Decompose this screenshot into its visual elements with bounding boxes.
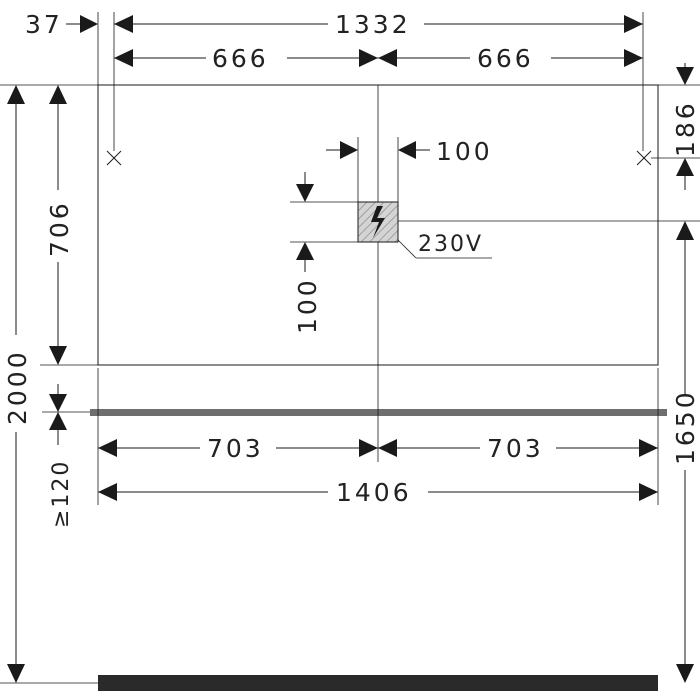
dim-186: 186 <box>671 63 700 190</box>
dim-100-vertical-text: 100 <box>293 277 322 334</box>
dim-1406: 1406 <box>98 478 658 507</box>
dim-37: 37 <box>25 10 98 39</box>
voltage-label: 230V <box>397 232 492 259</box>
dim-2000: 2000 <box>3 85 32 683</box>
dim-706: 706 <box>45 85 74 365</box>
dim-666-right-text: 666 <box>477 44 534 73</box>
floor-bar <box>98 675 658 691</box>
dim-1332-text: 1332 <box>335 10 411 39</box>
shelf-bar <box>90 409 667 416</box>
cross-mark-icon <box>106 150 122 166</box>
dim-703-left-text: 703 <box>207 434 264 463</box>
power-outlet <box>357 201 399 243</box>
dim-1650-text: 1650 <box>671 389 700 465</box>
dim-120: ≥120 <box>49 384 74 528</box>
lightning-bolt-icon <box>371 206 385 238</box>
dim-120-text: ≥120 <box>49 460 74 528</box>
dim-186-text: 186 <box>671 100 700 157</box>
dim-666-right: 666 <box>378 44 643 73</box>
dim-706-text: 706 <box>45 200 74 257</box>
dim-666-left-text: 666 <box>212 44 269 73</box>
dim-666-left: 666 <box>114 44 378 73</box>
voltage-text: 230V <box>418 232 483 257</box>
cross-mark-icon <box>636 150 652 166</box>
dim-100-horizontal-text: 100 <box>436 137 493 166</box>
dim-703-right-text: 703 <box>487 434 544 463</box>
dim-703-left: 703 <box>98 434 378 463</box>
dim-100-vertical: 100 <box>293 172 322 334</box>
dim-1406-text: 1406 <box>336 478 412 507</box>
dim-1650: 1650 <box>671 221 700 683</box>
dim-2000-text: 2000 <box>3 349 32 425</box>
dim-1332: 1332 <box>114 10 643 39</box>
dim-37-text: 37 <box>25 10 63 39</box>
dim-100-horizontal: 100 <box>326 137 493 166</box>
dim-703-right: 703 <box>378 434 658 463</box>
